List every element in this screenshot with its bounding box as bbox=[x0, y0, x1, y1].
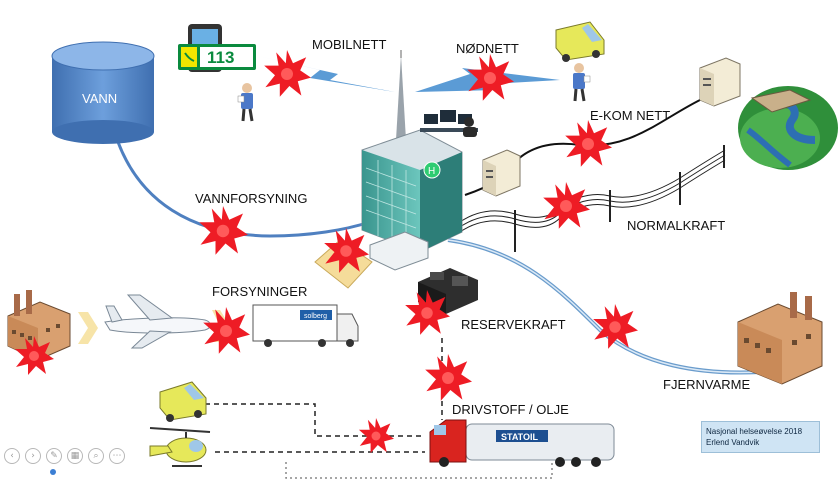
slide-indicator bbox=[50, 469, 56, 475]
paramedic-figure-left bbox=[237, 83, 254, 122]
water-tank: VANN bbox=[51, 41, 155, 144]
airplane-icon bbox=[104, 294, 211, 349]
heating-pipe bbox=[447, 238, 761, 375]
water-pipe bbox=[116, 141, 371, 238]
normalkraft-label: NORMALKRAFT bbox=[627, 218, 725, 233]
fjernvarme-label: FJERNVARME bbox=[663, 377, 750, 392]
risk-marker-normalkraft bbox=[543, 182, 590, 229]
more-icon[interactable]: ⋯ bbox=[109, 448, 125, 464]
credit-line-1: Nasjonal helseøvelse 2018 bbox=[706, 427, 803, 436]
ambulance-icon-bottom bbox=[159, 381, 207, 422]
drivstoff-label: DRIVSTOFF / OLJE bbox=[452, 402, 569, 417]
forward-icon[interactable]: › bbox=[25, 448, 41, 464]
forsyninger-label: FORSYNINGER bbox=[212, 284, 307, 299]
server-left bbox=[482, 149, 521, 197]
paramedic-figure-right bbox=[573, 63, 591, 102]
power-lines bbox=[459, 145, 726, 252]
zoom-icon[interactable]: ⌕ bbox=[88, 448, 104, 464]
tanker-brand: STATOIL bbox=[501, 432, 539, 442]
mobilnett-label: MOBILNETT bbox=[312, 37, 386, 52]
ambulance-icon-top bbox=[555, 21, 605, 62]
risk-marker-forsyninger bbox=[203, 307, 250, 354]
hydro-dam-icon bbox=[738, 86, 838, 170]
pen-icon[interactable]: ✎ bbox=[46, 448, 62, 464]
ekom-label: E-KOM NETT bbox=[590, 108, 670, 123]
fuel-tanker: STATOIL bbox=[429, 419, 615, 467]
risk-marker-mobilnett bbox=[264, 50, 311, 97]
server-right bbox=[699, 57, 741, 107]
vannforsyning-label: VANNFORSYNING bbox=[195, 191, 307, 206]
slides-icon[interactable]: ▦ bbox=[67, 448, 83, 464]
back-icon[interactable]: ‹ bbox=[4, 448, 20, 464]
helicopter-icon bbox=[149, 427, 211, 467]
phone-number: 113 bbox=[207, 48, 234, 67]
hospital-sign: H bbox=[428, 166, 435, 177]
risk-marker-vannforsyning bbox=[199, 206, 248, 255]
hospital-building: H bbox=[314, 50, 463, 289]
risk-marker-drivstoff bbox=[425, 354, 472, 401]
vann-label: VANN bbox=[82, 91, 117, 106]
nodnett-label: NØDNETT bbox=[456, 41, 519, 56]
truck-brand: solberg bbox=[304, 313, 327, 320]
credit-box: Nasjonal helseøvelse 2018 Erlend Vandvik bbox=[701, 421, 820, 453]
slideshow-toolbar: ‹ › ✎ ▦ ⌕ ⋯ bbox=[4, 446, 125, 466]
credit-line-2: Erlend Vandvik bbox=[706, 438, 760, 447]
mobilnett-signal bbox=[258, 56, 395, 92]
delivery-truck: solberg bbox=[252, 304, 359, 347]
factory-right bbox=[737, 292, 823, 385]
emergency-phone: 113 bbox=[178, 24, 256, 72]
reservekraft-label: RESERVEKRAFT bbox=[461, 317, 566, 332]
control-room-icon bbox=[420, 110, 478, 137]
